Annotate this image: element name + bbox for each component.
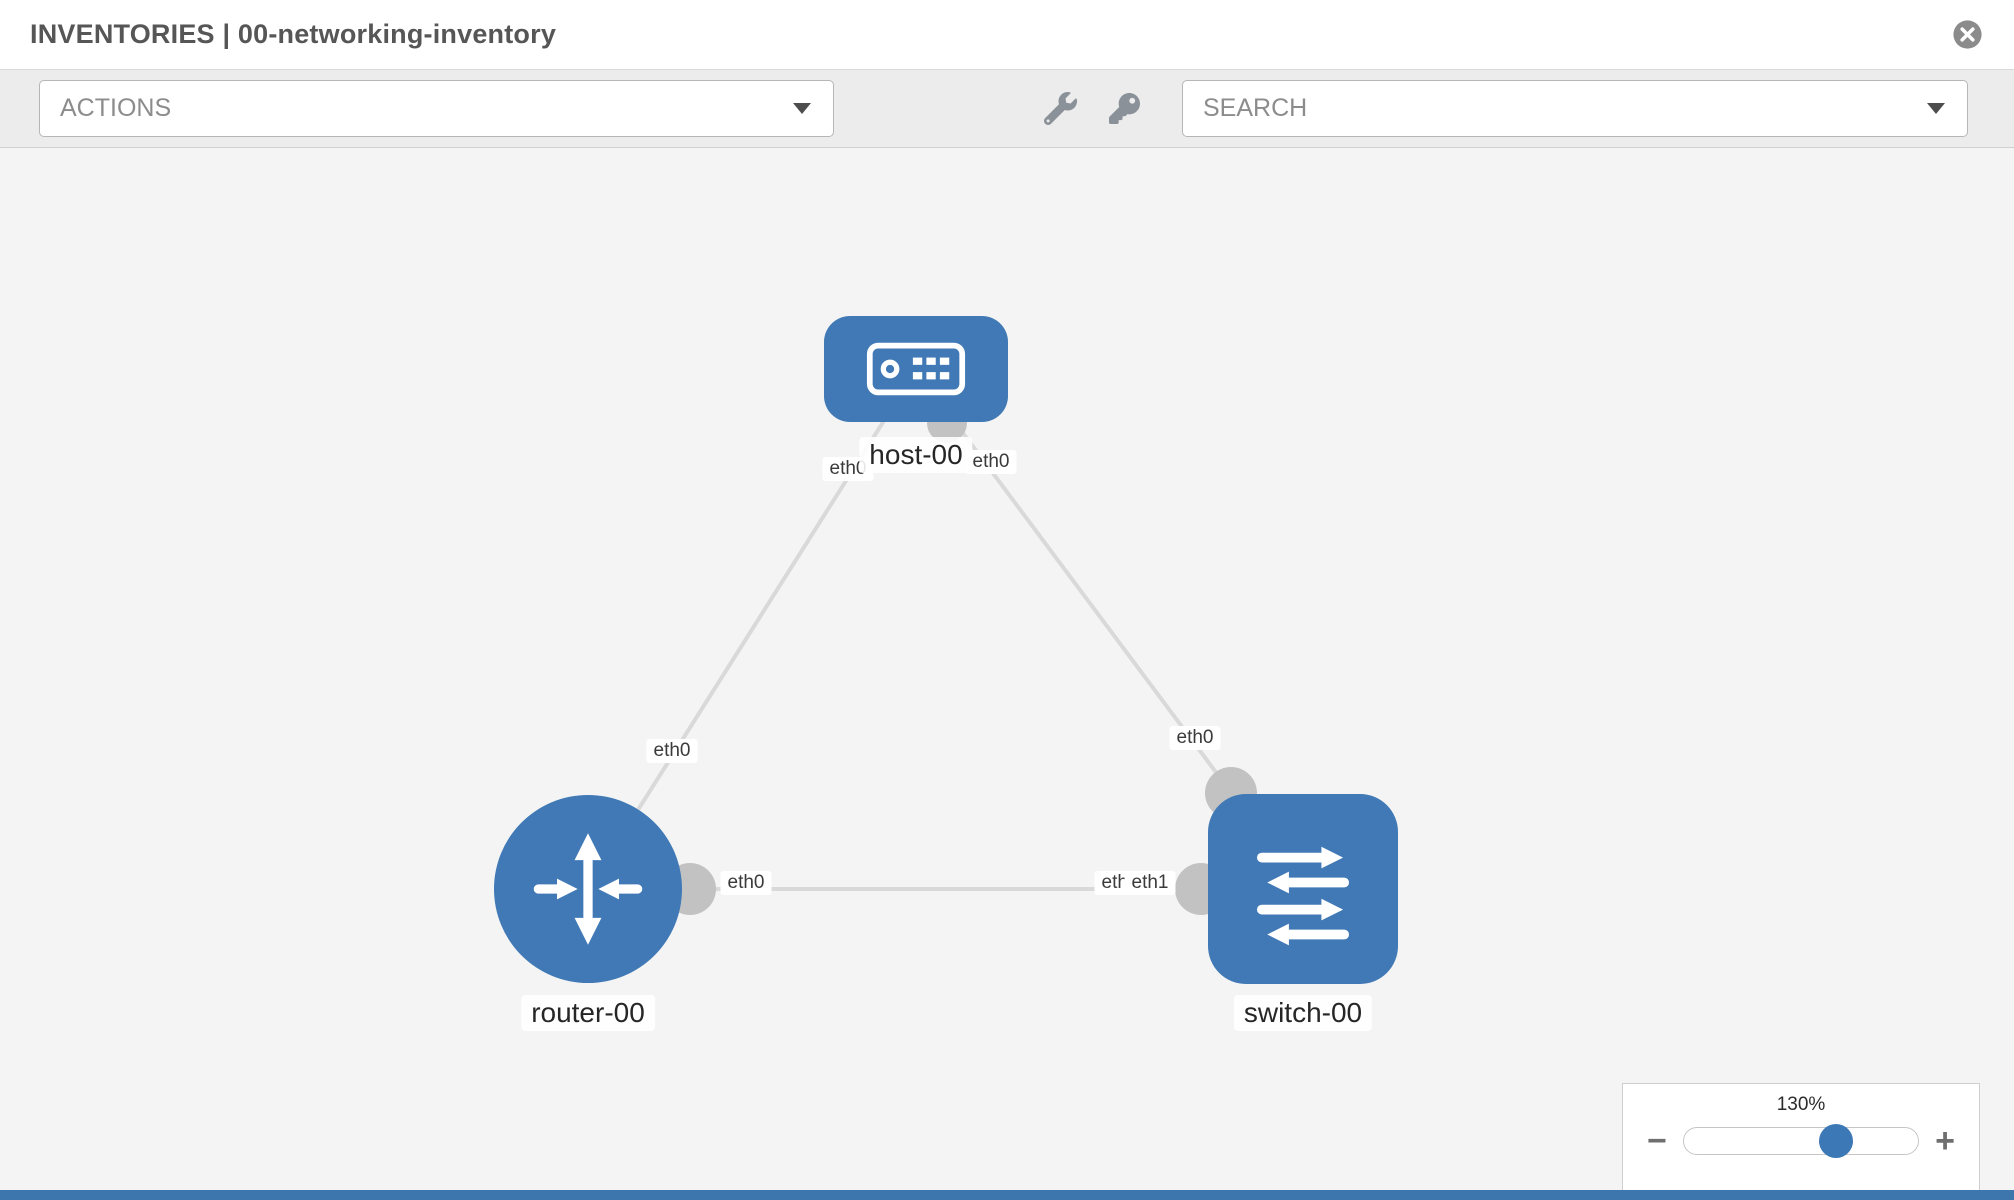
if-label-switch-eth1: eth1 bbox=[1124, 871, 1176, 895]
topology-links-layer bbox=[586, 368, 1305, 915]
toolbar: ACTIONS SEARCH bbox=[0, 70, 2014, 148]
page-title: INVENTORIES | 00-networking-inventory bbox=[30, 19, 557, 49]
credentials-button[interactable] bbox=[1109, 93, 1140, 124]
if-label-switch-eth0: eth0 bbox=[1169, 726, 1221, 750]
node-label-router: router-00 bbox=[521, 995, 655, 1031]
if-label-host-eth0-right: eth0 bbox=[965, 450, 1017, 474]
node-switch-00[interactable] bbox=[1208, 794, 1398, 984]
actions-dropdown[interactable]: ACTIONS bbox=[39, 80, 834, 137]
close-icon bbox=[1951, 18, 1984, 51]
topology-canvas[interactable]: eth0 eth0 eth0 eth0 eth0 eth1 eth1 host-… bbox=[0, 148, 2014, 1190]
node-label-switch: switch-00 bbox=[1233, 995, 1373, 1031]
actions-dropdown-label: ACTIONS bbox=[60, 94, 172, 122]
host-icon bbox=[866, 342, 966, 396]
chevron-down-icon bbox=[1927, 103, 1945, 114]
zoom-panel: 130% − + bbox=[1622, 1083, 1980, 1190]
node-label-host: host-00 bbox=[859, 437, 973, 473]
zoom-out-button[interactable]: − bbox=[1647, 1122, 1667, 1160]
zoom-level-label: 130% bbox=[1776, 1094, 1826, 1115]
configure-button[interactable] bbox=[1044, 92, 1077, 125]
search-dropdown[interactable]: SEARCH bbox=[1182, 80, 1968, 137]
search-dropdown-label: SEARCH bbox=[1203, 94, 1308, 122]
node-router-00[interactable] bbox=[494, 795, 682, 983]
footer-accent-bar bbox=[0, 1190, 2014, 1200]
if-label-router-eth0-right: eth0 bbox=[720, 871, 772, 895]
zoom-in-button[interactable]: + bbox=[1935, 1122, 1955, 1160]
wrench-icon bbox=[1044, 92, 1077, 125]
zoom-slider-handle[interactable] bbox=[1819, 1124, 1854, 1158]
node-host-00[interactable] bbox=[824, 316, 1008, 422]
if-label-router-eth0-up: eth0 bbox=[646, 739, 698, 763]
chevron-down-icon bbox=[793, 103, 811, 114]
router-icon bbox=[526, 827, 650, 951]
switch-icon bbox=[1238, 824, 1368, 954]
zoom-slider-track[interactable] bbox=[1682, 1124, 1920, 1158]
close-button[interactable] bbox=[1950, 18, 1984, 52]
header: INVENTORIES | 00-networking-inventory bbox=[0, 0, 2014, 70]
key-icon bbox=[1109, 93, 1140, 124]
